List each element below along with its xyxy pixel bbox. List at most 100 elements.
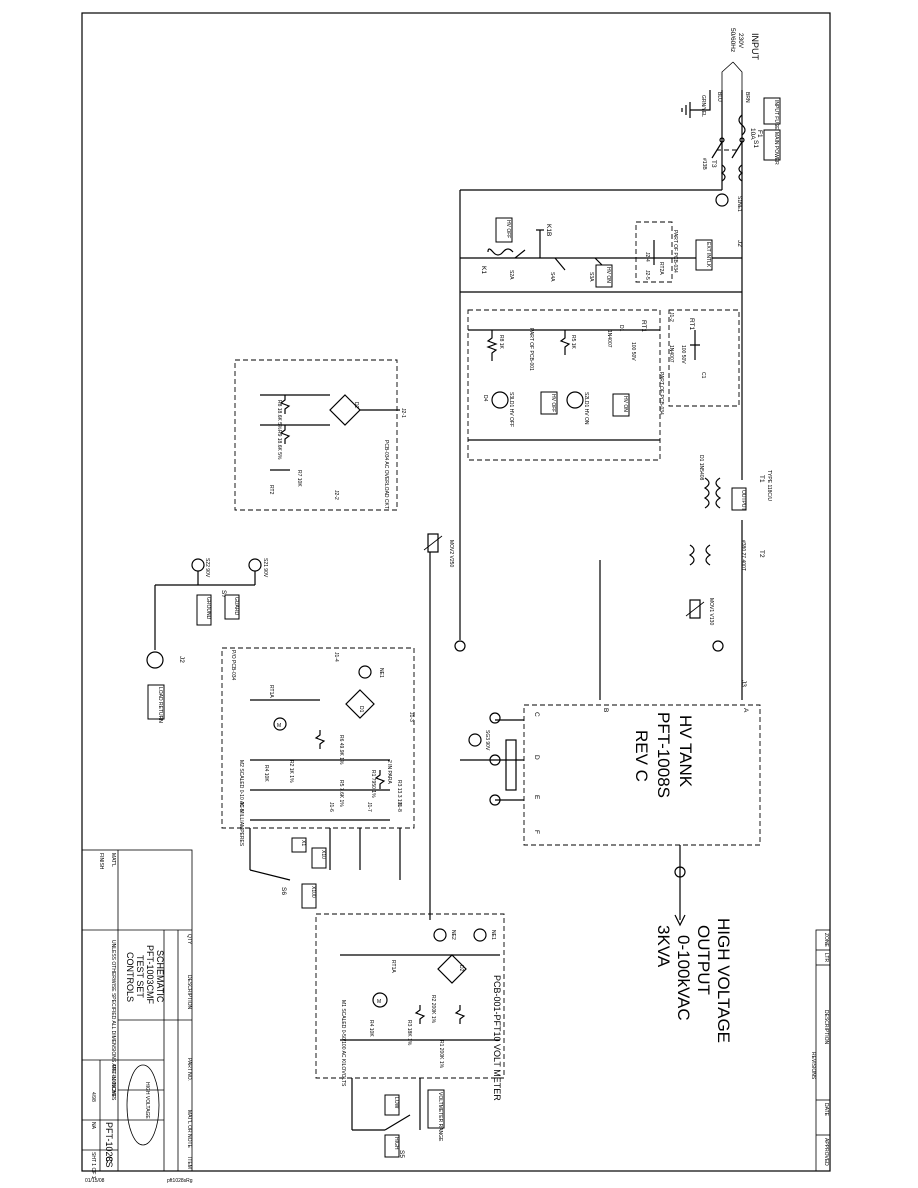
svg-text:D1: D1 <box>358 706 364 713</box>
svg-text:1N4007: 1N4007 <box>668 345 674 363</box>
svg-text:J2-2: J2-2 <box>333 490 339 500</box>
svg-text:R9 18.6K 5%: R9 18.6K 5% <box>276 430 282 460</box>
svg-text:D1: D1 <box>618 325 624 332</box>
svg-text:HV ON: HV ON <box>622 396 628 412</box>
overload-content: D2 R8 18.6K 5% R9 18.6K 5% R7 10K RT2 PC… <box>260 394 406 509</box>
transformer-t3: T3 #13B <box>701 158 744 182</box>
svg-text:D2: D2 <box>353 402 359 409</box>
rev-description: DESCRIPTION <box>823 1010 829 1045</box>
svg-text:RT1: RT1 <box>640 320 647 333</box>
sheet-border <box>81 12 831 1172</box>
svg-text:D1 1N5408: D1 1N5408 <box>698 455 704 481</box>
svg-text:HV ON: HV ON <box>605 267 611 283</box>
svg-text:RT1: RT1 <box>688 318 695 331</box>
svg-text:J1-7: J1-7 <box>366 802 372 812</box>
svg-text:HV OFF: HV OFF <box>550 394 556 412</box>
svg-text:S7: S7 <box>220 590 227 598</box>
svg-text:#380 27 400T: #380 27 400T <box>740 540 746 571</box>
hv-tank-rev: REV C <box>632 730 651 782</box>
tb-matl: MAT'L <box>110 853 116 867</box>
terminal-1 <box>712 640 724 652</box>
tag-main-power <box>763 129 781 161</box>
svg-text:EXT INTLK: EXT INTLK <box>705 242 711 268</box>
tag-output <box>731 487 747 511</box>
title-block: QTY DESCRIPTION PART NO. MAT'L OR NOTE I… <box>81 849 193 1179</box>
hv-output-line-2: OUTPUT <box>694 925 713 995</box>
tb-drawn: 4/98 <box>90 1092 96 1102</box>
hv-tank-model: PFT-1008S <box>654 712 673 798</box>
svg-text:J1-6: J1-6 <box>328 802 334 812</box>
tag-high <box>384 1134 400 1158</box>
svg-text:S1: S1 <box>752 140 759 148</box>
svg-text:S1NE1: S1NE1 <box>736 196 742 212</box>
svg-text:X10: X10 <box>320 850 326 859</box>
svg-text:R1 7950 1%: R1 7950 1% <box>370 770 376 798</box>
tb-title-1: SCHEMATIC <box>155 950 165 1003</box>
fuse-f1: F1 10A <box>738 114 763 140</box>
svg-text:OUTPUT: OUTPUT <box>740 490 746 511</box>
svg-text:D4: D4 <box>482 395 488 402</box>
volt-meter-content: M NE1 NE2 D2 RT1A M1 SCALED 0-50/100 AC … <box>340 928 502 1101</box>
tb-scale: NA <box>90 1122 96 1130</box>
svg-text:VOLTMETER RANGE: VOLTMETER RANGE <box>437 1092 443 1142</box>
svg-text:M2 SCALED 0-10 AC MILLIAMPERES: M2 SCALED 0-10 AC MILLIAMPERES <box>238 760 244 847</box>
tb-matl-note: MAT'L OR NOTE <box>186 1110 192 1149</box>
svg-text:MOV1 V130: MOV1 V130 <box>708 598 714 625</box>
svg-text:S21 90V: S21 90V <box>262 558 268 578</box>
tag-x100 <box>301 883 317 909</box>
ma-meter-content: M NE1 D1 RT1A M2 SCALED 0-10 AC MILLIAMP… <box>230 650 414 847</box>
svg-text:S4A: S4A <box>549 272 555 282</box>
rev-approved: APPROVED <box>823 1138 829 1166</box>
revisions-block: ZONE LTR DESCRIPTION DATE APPROVED REVIS… <box>810 929 831 1172</box>
terminal-5 <box>489 712 501 724</box>
tb-title-4: CONTROLS <box>125 952 135 1002</box>
svg-text:MAIN POWER: MAIN POWER <box>773 132 779 165</box>
tb-item: ITEM <box>186 1157 192 1169</box>
svg-text:J2-1: J2-1 <box>400 408 406 418</box>
tb-qty: QTY <box>186 934 192 945</box>
svg-text:S2A: S2A <box>508 270 514 280</box>
ma-meter-pcb-box <box>221 647 415 829</box>
footer-file: pft1028sRg <box>167 1178 193 1184</box>
tag-ground <box>196 594 212 626</box>
svg-text:T1: T1 <box>758 475 765 483</box>
svg-text:T2: T2 <box>758 550 765 558</box>
svg-text:INPUT FUSE: INPUT FUSE <box>773 100 779 130</box>
tb-notes: UNLESS OTHERWISE SPECIFIED ALL DIMENSION… <box>110 940 116 1101</box>
svg-text:PART OF PCB-034: PART OF PCB-034 <box>658 372 664 415</box>
svg-text:100 50V: 100 50V <box>680 345 686 364</box>
svg-text:NE1: NE1 <box>378 668 384 678</box>
spark-gap-sg3 <box>468 733 482 747</box>
svg-text:K1: K1 <box>480 266 487 274</box>
tb-part-no: PART NO. <box>186 1058 192 1081</box>
svg-text:R3 13.3 1%: R3 13.3 1% <box>396 780 402 807</box>
svg-text:R2 200K 1%: R2 200K 1% <box>430 995 436 1024</box>
svg-text:J1-5: J1-5 <box>238 802 244 812</box>
tb-model: PFT-1003CMF <box>110 1065 116 1098</box>
tb-title-3: TEST SET <box>135 955 145 998</box>
hv-tank-box <box>523 704 761 846</box>
svg-text:M: M <box>377 999 381 1005</box>
svg-text:GROUND: GROUND <box>205 597 211 620</box>
input-wire-blu: BLU <box>716 92 722 102</box>
svg-text:TYPE 118C/U: TYPE 118C/U <box>766 470 772 501</box>
svg-text:GUARD: GUARD <box>233 597 239 615</box>
input-section: INPUT 230V 50/60Hz BRN BLU GRN/YEL F1 10… <box>681 28 781 212</box>
svg-text:HV OFF: HV OFF <box>505 220 511 238</box>
guard-switch-section: S21 90V S22 90V S7 J2 <box>146 558 268 669</box>
input-frequency: 50/60Hz <box>729 28 736 52</box>
tag-hv-off-2 <box>540 391 558 415</box>
svg-text:PART OF PCB-001: PART OF PCB-001 <box>528 328 534 371</box>
svg-text:J3: J3 <box>740 680 747 687</box>
hv-output-terminal <box>674 866 686 878</box>
hv-output-line-1: HIGH VOLTAGE <box>714 918 733 1043</box>
svg-text:S3LD1 HV OFF: S3LD1 HV OFF <box>508 392 514 427</box>
svg-text:RT2A: RT2A <box>658 262 664 275</box>
svg-text:RT1A: RT1A <box>390 960 396 973</box>
tag-ext-intlk <box>695 239 713 271</box>
tag-voltmeter-range <box>427 1089 445 1129</box>
hv-tank-terminals: A B C D E F <box>533 708 749 834</box>
footer-date: 01/15/08 <box>85 1178 105 1184</box>
pcb001-content: R8 1K R5 1K RT1 100 50V 1N4007 PART OF P… <box>468 320 660 441</box>
transformer-t2: T2 #380 27 400T <box>688 540 765 571</box>
